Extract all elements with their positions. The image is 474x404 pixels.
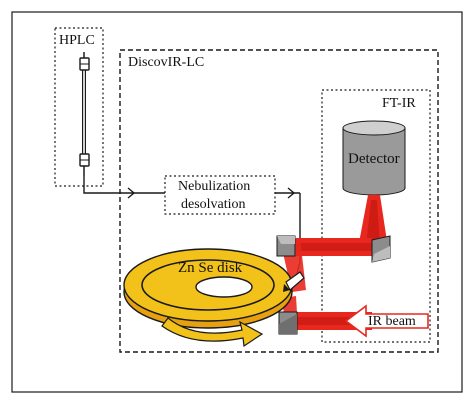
detector-label: Detector [348,151,400,167]
discovir-box [119,49,439,353]
mirror-lower-left [278,311,298,335]
desolvation-label: desolvation [181,197,246,212]
ir-beam-arrow [344,304,429,338]
figure-border [11,11,463,393]
nozzle [283,271,305,292]
ftir-box [321,89,431,343]
rotation-arrow [161,317,264,348]
discovir-label: DiscovIR-LC [128,55,205,70]
disk-label: Zn Se disk [178,260,243,276]
ir-beam-label: IR beam [368,314,416,329]
hplc-box [54,27,104,187]
nebulization-label: Nebulization [178,179,251,194]
mirror-upper-right [371,235,391,263]
ir-beam-path [280,195,388,332]
hplc-column [79,52,90,176]
hplc-label: HPLC [59,33,95,48]
mirror-upper-left [276,235,296,257]
ftir-label: FT-IR [382,96,416,111]
detector-icon [342,120,406,196]
znse-disk [123,248,293,329]
nebulization-box [164,175,276,215]
